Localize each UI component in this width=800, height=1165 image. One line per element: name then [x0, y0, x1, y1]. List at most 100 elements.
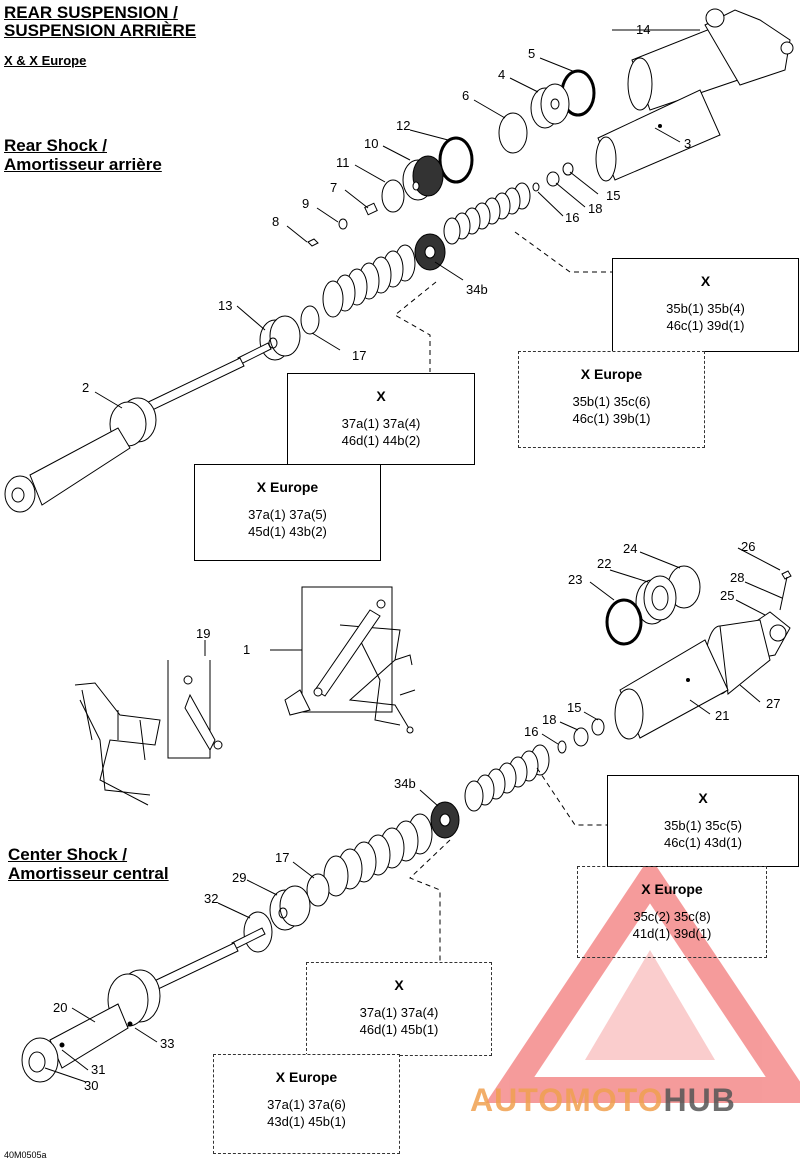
box-row: 41d(1) 39d(1): [632, 926, 712, 941]
page-subtitle: SUSPENSION ARRIÈRE: [4, 21, 197, 40]
callout-3: 3: [684, 136, 691, 151]
watermark-part2: HUB: [663, 1082, 736, 1118]
callout-15-center: 15: [567, 700, 581, 715]
callout-13: 13: [218, 298, 232, 313]
callout-7: 7: [330, 180, 337, 195]
box-title: X: [376, 388, 386, 404]
spring-seat-part-34b-b: [430, 801, 460, 839]
washer-part-11: [381, 179, 405, 213]
callout-12: 12: [396, 118, 410, 133]
spring-lower-center: [323, 813, 433, 897]
washer-part-16b: [557, 740, 567, 754]
callout-17-rear: 17: [352, 348, 366, 363]
box-title: X Europe: [256, 479, 319, 495]
rear-x-box: X 35b(1) 35b(4) 46c(1) 39d(1): [612, 258, 799, 352]
box-row: 37a(1) 37a(4): [341, 416, 421, 431]
callout-2: 2: [82, 380, 89, 395]
box-row: 37a(1) 37a(5): [248, 507, 327, 522]
callout-20: 20: [53, 1000, 67, 1015]
rear-x-europe-box: X Europe 35b(1) 35c(6) 46c(1) 39b(1): [518, 351, 705, 448]
watermark-part1: AUTOMOTO: [470, 1082, 664, 1118]
box-row: 46c(1) 39d(1): [666, 318, 745, 333]
box-row: 46d(1) 44b(2): [341, 433, 421, 448]
shock-rod-part-20: [21, 927, 266, 1083]
center-shock-heading-fr: Amortisseur central: [8, 864, 169, 883]
inset-frame-1: [284, 586, 416, 734]
piston-part-4: [530, 83, 570, 129]
box-row: 46d(1) 45b(1): [359, 1022, 439, 1037]
box-row: 35b(1) 35c(5): [663, 818, 743, 833]
rear-shock-heading-fr: Amortisseur arrière: [4, 155, 162, 174]
box-row: 46c(1) 39b(1): [572, 411, 651, 426]
center-x-box: X 35b(1) 35c(5) 46c(1) 43d(1): [607, 775, 799, 867]
box-row: 37a(1) 37a(4): [359, 1005, 439, 1020]
callout-26: 26: [741, 539, 755, 554]
callout-10: 10: [364, 136, 378, 151]
center-shock-heading: Center Shock /: [8, 845, 128, 864]
center-lower-x-europe-box: X Europe 37a(1) 37a(6) 43d(1) 45b(1): [213, 1054, 400, 1154]
callout-5: 5: [528, 46, 535, 61]
box-row: 35b(1) 35c(6): [572, 394, 651, 409]
figure-code: 40M0505a: [4, 1150, 47, 1160]
box-row: 43d(1) 45b(1): [267, 1114, 346, 1129]
callout-29: 29: [232, 870, 246, 885]
callout-18-center: 18: [542, 712, 556, 727]
washer-part-18a: [546, 171, 560, 187]
bumper-part-13: [259, 315, 301, 361]
box-row: 35b(1) 35b(4): [666, 301, 745, 316]
center-lower-x-box: X 37a(1) 37a(4) 46d(1) 45b(1): [306, 962, 492, 1056]
rear-lower-x-box: X 37a(1) 37a(4) 46d(1) 44b(2): [287, 373, 475, 465]
washer-part-17b: [306, 873, 330, 907]
callout-1: 1: [243, 642, 250, 657]
callout-34b-rear: 34b: [466, 282, 488, 297]
callout-30: 30: [84, 1078, 98, 1093]
callout-4: 4: [498, 67, 505, 82]
box-row: 46c(1) 43d(1): [663, 835, 743, 850]
spring-upper-center: [464, 744, 550, 812]
box-title: X: [700, 273, 711, 289]
callout-32: 32: [204, 891, 218, 906]
center-x-europe-box: X Europe 35c(2) 35c(8) 41d(1) 39d(1): [577, 866, 767, 958]
callout-17-center: 17: [275, 850, 289, 865]
pin-part-28: [779, 576, 788, 611]
watermark-text: AUTOMOTOHUB: [470, 1082, 736, 1119]
box-title: X Europe: [275, 1069, 338, 1085]
callout-22: 22: [597, 556, 611, 571]
washer-part-18b: [573, 727, 589, 747]
callout-14: 14: [636, 22, 650, 37]
o-ring-part-23: [605, 598, 643, 646]
callout-33: 33: [160, 1036, 174, 1051]
spring-seat-part-34b-a: [414, 233, 446, 271]
spring-upper-rear: [443, 182, 531, 245]
disc-part-6: [498, 112, 528, 154]
o-ring-part-12: [438, 136, 474, 184]
callout-6: 6: [462, 88, 469, 103]
piston-part-22: [635, 575, 677, 625]
screw-part-8: [307, 238, 319, 247]
box-row: 37a(1) 37a(6): [267, 1097, 346, 1112]
callout-11: 11: [336, 155, 350, 170]
rear-shock-heading: Rear Shock /: [4, 136, 107, 155]
box-title: X Europe: [580, 366, 643, 382]
box-row: 35c(2) 35c(8): [633, 909, 711, 924]
callout-19: 19: [196, 626, 210, 641]
nut-part-15b: [591, 718, 605, 736]
callout-16-rear: 16: [565, 210, 579, 225]
bumper-part-29: [269, 885, 311, 931]
callout-28: 28: [730, 570, 744, 585]
box-title: X: [698, 790, 708, 806]
callout-24: 24: [623, 541, 637, 556]
washer-part-16a: [532, 182, 540, 192]
shock-body-part-21: [614, 639, 729, 740]
shock-body-part-3: [595, 89, 721, 182]
callout-27: 27: [766, 696, 780, 711]
callout-15-rear: 15: [606, 188, 620, 203]
callout-9: 9: [302, 196, 309, 211]
reservoir-part-14: [627, 8, 794, 111]
spring-lower-rear: [322, 244, 416, 318]
shock-rod-part-2: [4, 342, 272, 513]
ring-part-9: [338, 218, 348, 230]
screw-part-26: [781, 570, 792, 580]
box-title: X: [394, 977, 404, 993]
